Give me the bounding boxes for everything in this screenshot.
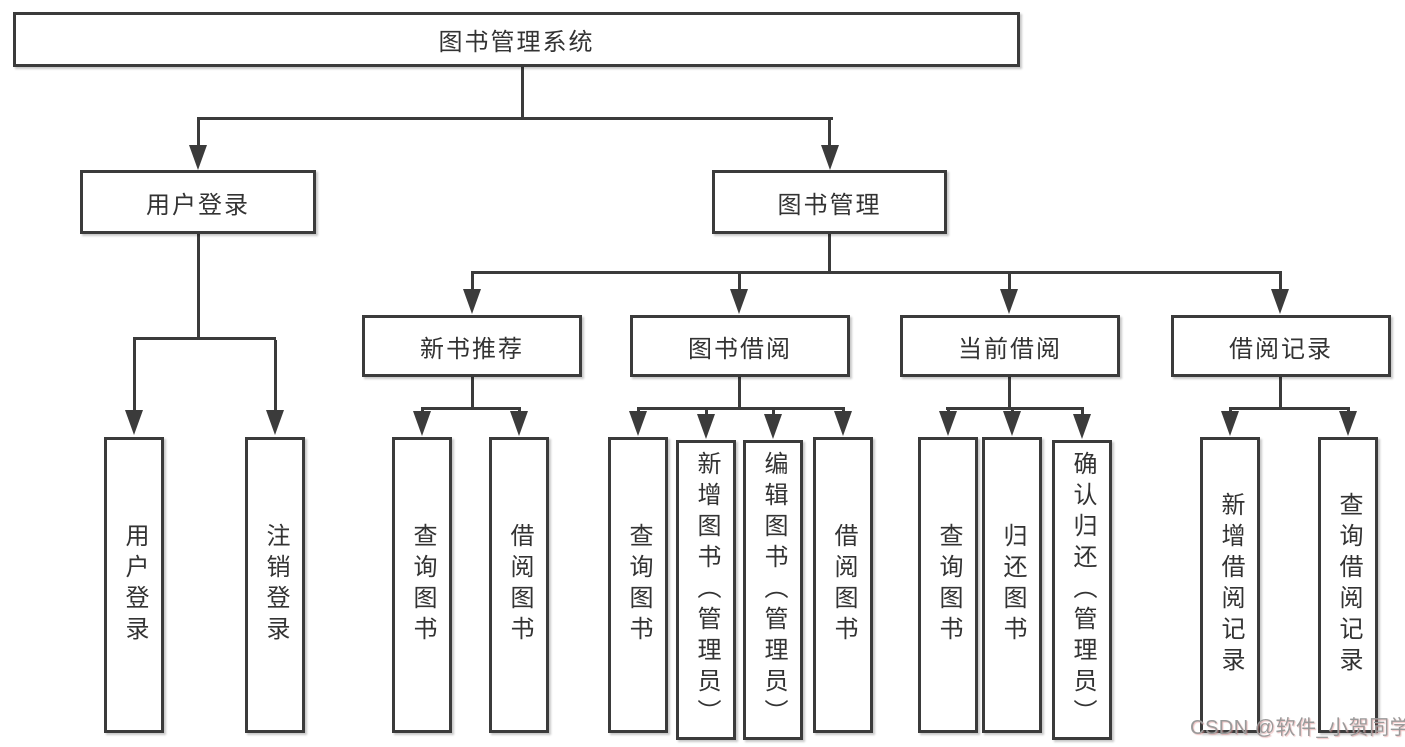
node-library-system: 图书管理系统 [13,12,1020,67]
arrow-down-icon [1073,414,1091,439]
connector-login-trunk [197,234,200,338]
node-new-book-recommendation-label: 新书推荐 [420,335,524,363]
connector-drop-section [1279,274,1282,290]
arrow-down-icon [1000,289,1018,314]
connector-drop-section [738,274,741,290]
leaf-borrow-books-borrowing: 借阅图书 [813,437,873,733]
node-book-management: 图书管理 [712,170,947,234]
node-user-login: 用户登录 [80,170,316,234]
arrow-down-icon [1221,411,1239,436]
arrow-down-icon [821,145,839,170]
arrow-down-icon [413,411,431,436]
connector-branch-recommendation [421,407,521,410]
connector-drop-leaf [518,407,521,414]
arrow-down-icon [939,411,957,436]
connector-drop-leaf [1011,407,1014,414]
connector-drop-leaf [1229,407,1232,414]
arrow-down-icon [764,414,782,439]
arrow-down-icon [1339,411,1357,436]
leaf-add-book-admin: 新增图书（管理员） [676,440,736,740]
leaf-add-borrow-record-label: 新增借阅记录 [1217,492,1244,678]
connector-drop-section [471,274,474,290]
leaf-query-books-recommendation-label: 查询图书 [409,523,436,647]
leaf-logout-label: 注销登录 [262,523,289,647]
connector-drop-leaf [274,340,277,412]
node-new-book-recommendation: 新书推荐 [362,315,582,377]
arrow-down-icon [189,145,207,170]
arrow-down-icon [266,410,284,435]
leaf-query-books-borrowing: 查询图书 [608,437,668,733]
leaf-edit-book-admin: 编辑图书（管理员） [743,440,803,740]
leaf-query-borrow-record: 查询借阅记录 [1318,437,1378,733]
connector-management-trunk [828,234,831,274]
connector-drop-leaf [947,407,950,414]
leaf-add-book-admin-label: 新增图书（管理员） [693,450,720,730]
leaf-query-books-current: 查询图书 [918,437,978,733]
arrow-down-icon [629,411,647,436]
arrow-down-icon [697,414,715,439]
connector-drop-leaf [772,407,775,417]
leaf-user-login-label: 用户登录 [121,523,148,647]
leaf-user-login: 用户登录 [104,437,164,733]
connector-section-trunk [471,377,474,410]
leaf-query-books-recommendation: 查询图书 [392,437,452,733]
leaf-borrow-books-recommendation-label: 借阅图书 [506,523,533,647]
node-book-borrowing: 图书借阅 [630,315,850,377]
node-current-borrowing-label: 当前借阅 [958,335,1062,363]
arrow-down-icon [834,411,852,436]
connector-drop-leaf [705,407,708,417]
connector-drop-leaf [1347,407,1350,414]
leaf-borrow-books-borrowing-label: 借阅图书 [830,523,857,647]
connector-drop-leaf [421,407,424,414]
connector-branch-current [946,407,1084,410]
node-user-login-label: 用户登录 [146,191,250,219]
leaf-query-borrow-record-label: 查询借阅记录 [1335,492,1362,678]
connector-drop-leaf [637,407,640,414]
connector-root-trunk [521,67,524,120]
node-borrowing-records-label: 借阅记录 [1229,335,1333,363]
node-book-borrowing-label: 图书借阅 [688,335,792,363]
connector-drop-leaf [133,340,136,412]
connector-branch-records [1229,407,1350,410]
connector-branch-login [133,337,276,340]
node-library-system-label: 图书管理系统 [438,29,595,56]
leaf-borrow-books-recommendation: 借阅图书 [489,437,549,733]
leaf-add-borrow-record: 新增借阅记录 [1200,437,1260,733]
connector-drop-login [197,120,200,148]
connector-drop-leaf [1081,407,1084,417]
node-current-borrowing: 当前借阅 [900,315,1120,377]
connector-drop-leaf [842,407,845,414]
leaf-confirm-return-admin: 确认归还（管理员） [1052,440,1112,740]
leaf-query-books-borrowing-label: 查询图书 [625,523,652,647]
connector-drop-section [1008,274,1011,290]
connector-branch-level2 [471,271,1282,274]
arrow-down-icon [1003,411,1021,436]
connector-branch-borrowing [637,407,845,410]
connector-section-trunk [738,377,741,410]
arrow-down-icon [1271,289,1289,314]
leaf-return-books-label: 归还图书 [999,523,1026,647]
csdn-watermark: CSDN @软件_小贺同学 [1190,717,1405,739]
arrow-down-icon [510,411,528,436]
connector-section-trunk [1279,377,1282,410]
leaf-edit-book-admin-label: 编辑图书（管理员） [760,450,787,730]
connector-section-trunk [1008,377,1011,410]
arrow-down-icon [730,289,748,314]
arrow-down-icon [463,289,481,314]
connector-drop-management [828,120,831,148]
leaf-confirm-return-admin-label: 确认归还（管理员） [1069,450,1096,730]
node-borrowing-records: 借阅记录 [1171,315,1391,377]
node-book-management-label: 图书管理 [777,191,882,219]
arrow-down-icon [125,410,143,435]
leaf-return-books: 归还图书 [982,437,1042,733]
connector-branch-level1 [197,117,833,120]
leaf-query-books-current-label: 查询图书 [935,523,962,647]
leaf-logout: 注销登录 [245,437,305,733]
